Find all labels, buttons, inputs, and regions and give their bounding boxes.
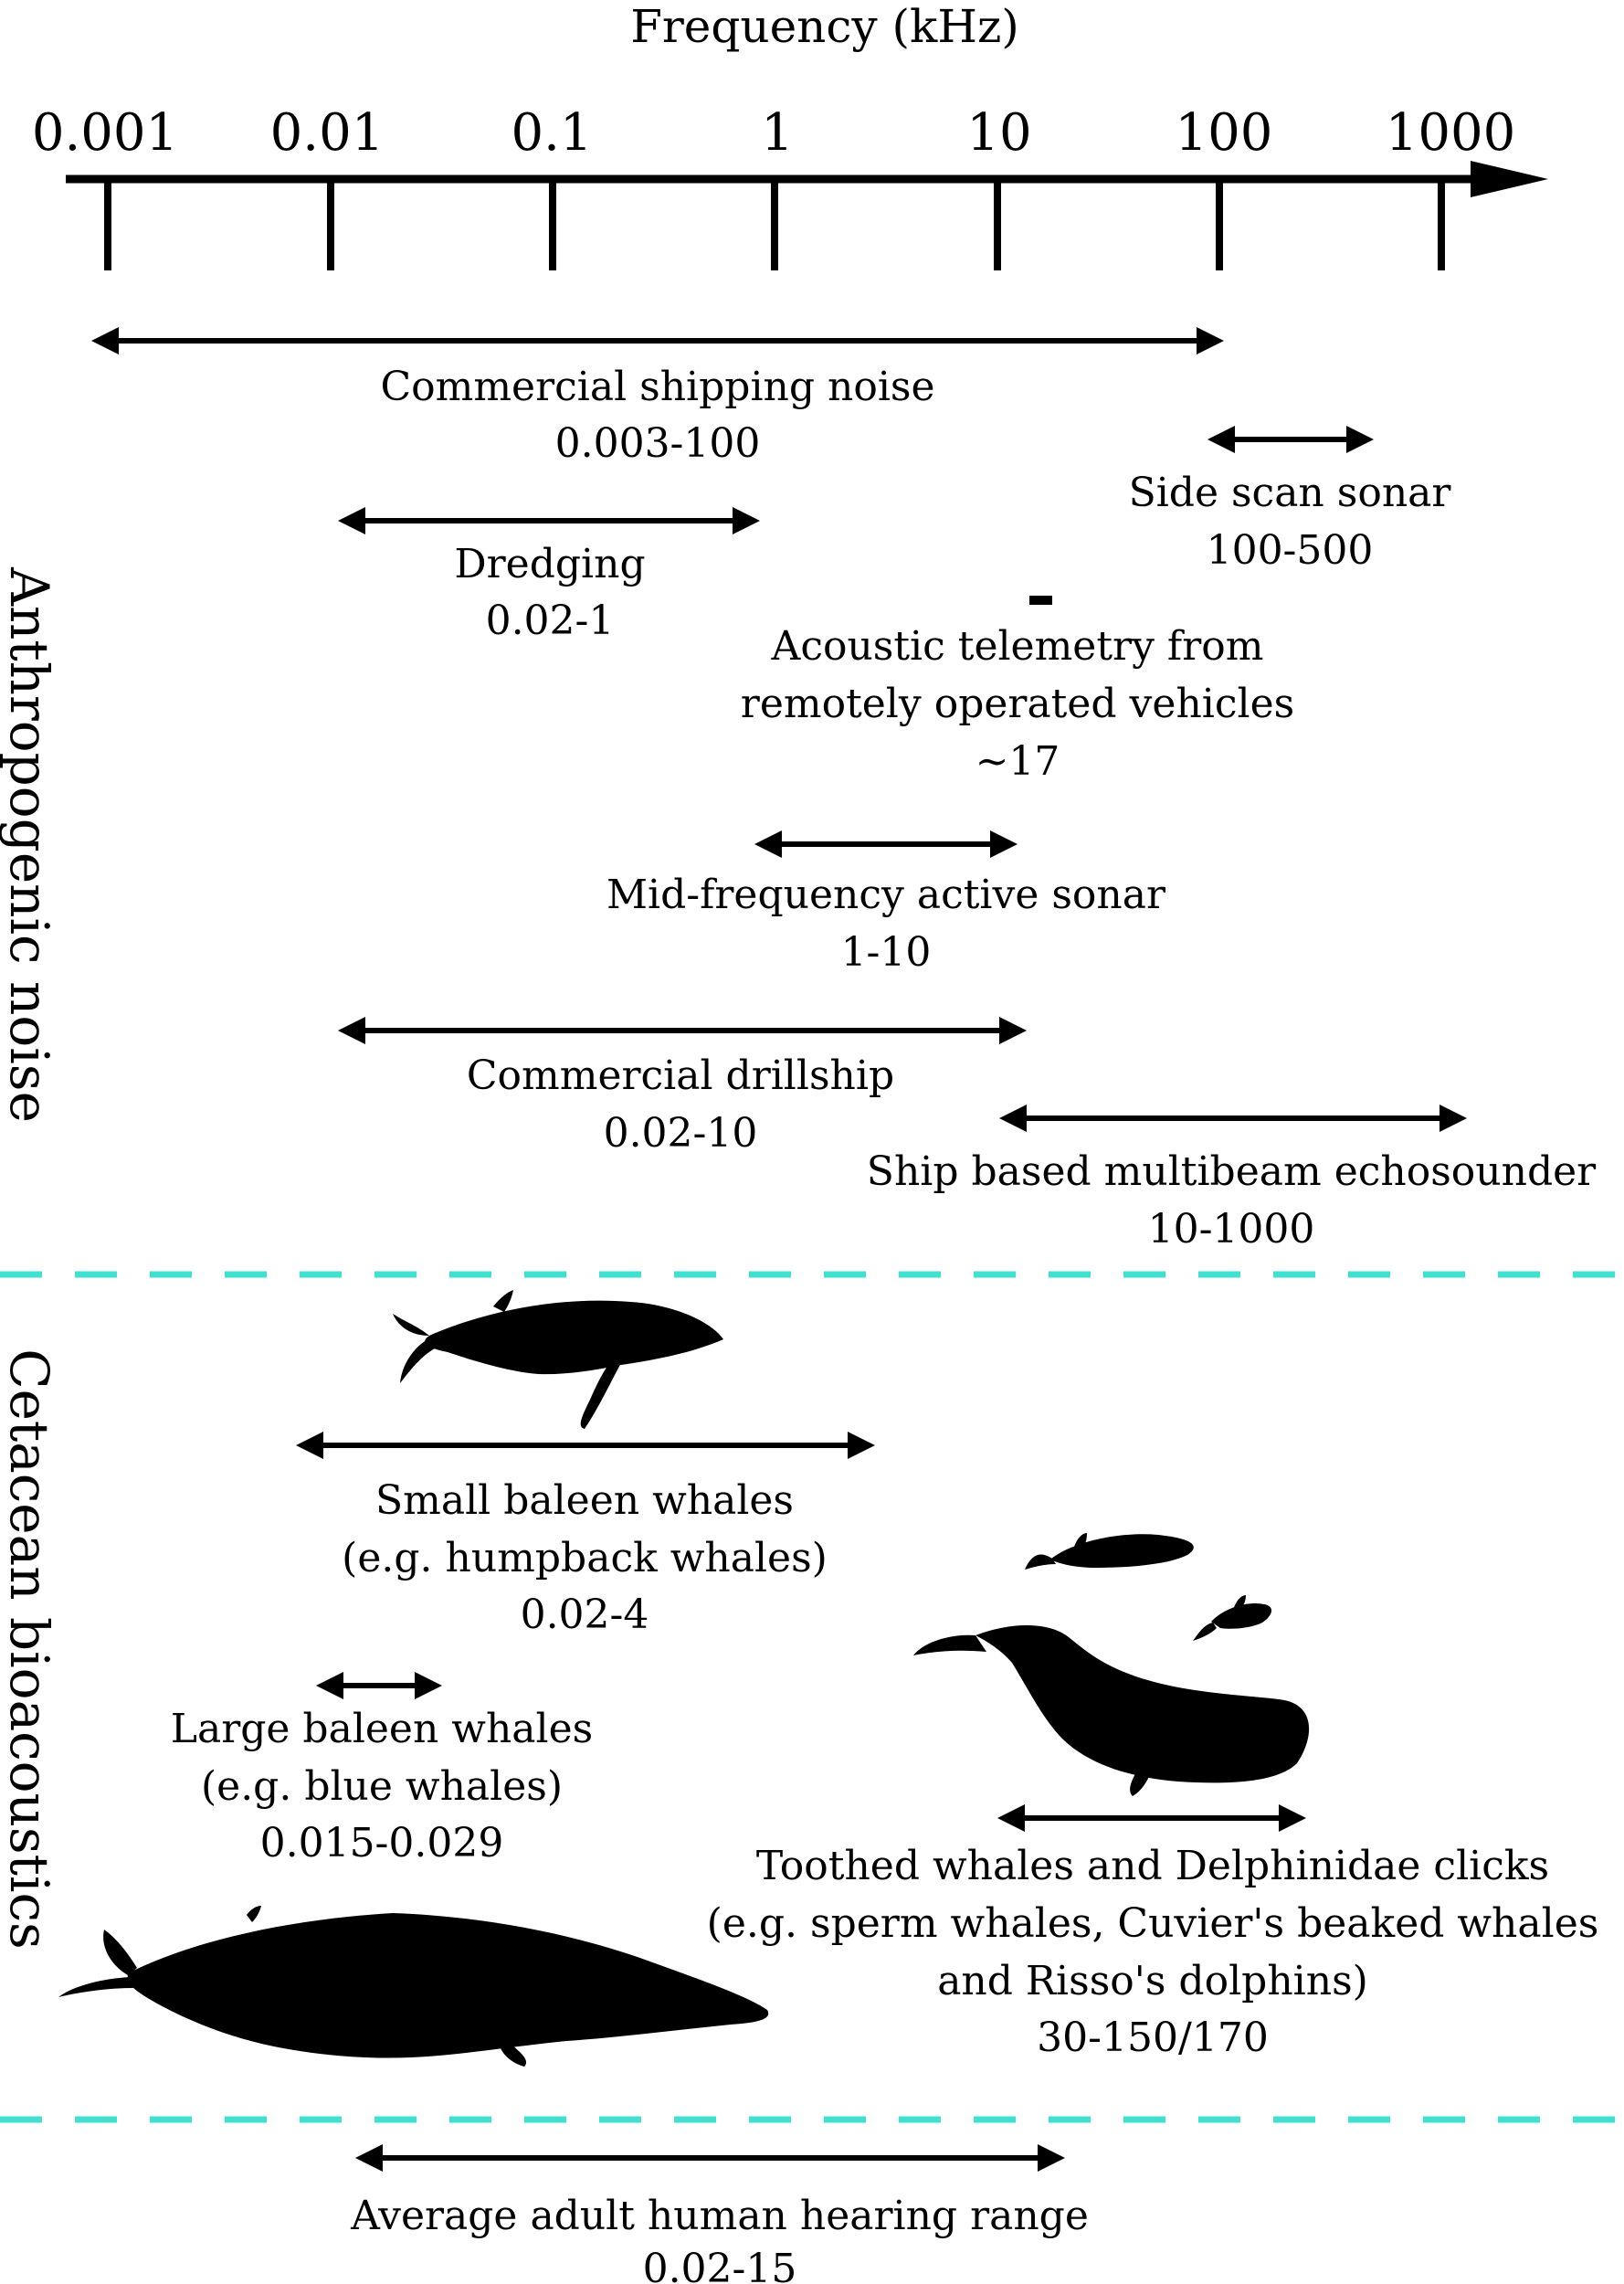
range-value-smallbaleen: 0.02-4 — [521, 1591, 649, 1638]
rissos-dolphin-icon — [1193, 1595, 1272, 1641]
range-label-human: Average adult human hearing range — [350, 2193, 1089, 2239]
range-value-drillship: 0.02-10 — [604, 1110, 758, 1157]
beaked-whale-icon — [1025, 1533, 1194, 1570]
frequency-axis — [66, 161, 1548, 270]
range-value-telemetry: ~17 — [975, 738, 1060, 785]
blue-whale-icon — [58, 1906, 769, 2067]
range-label-toothed: (e.g. sperm whales, Cuvier's beaked whal… — [707, 1900, 1599, 1947]
range-label-sidescan: Side scan sonar — [1129, 470, 1452, 516]
range-value-dredging: 0.02-1 — [486, 597, 615, 644]
tick-label: 1000 — [1386, 103, 1516, 163]
range-label-largebaleen: Large baleen whales — [171, 1706, 593, 1752]
range-value-multibeam: 10-1000 — [1148, 1206, 1315, 1253]
range-label-shipping: Commercial shipping noise — [380, 364, 934, 410]
range-label-dredging: Dredging — [454, 541, 645, 587]
range-value-toothed: 30-150/170 — [1037, 2014, 1269, 2061]
range-value-human: 0.02-15 — [643, 2246, 797, 2284]
range-label-smallbaleen: Small baleen whales — [375, 1477, 794, 1524]
tick-label: 10 — [966, 103, 1031, 163]
section-label-cetacean: Cetacean bioacoustics — [0, 1348, 60, 1950]
sperm-whale-icon — [913, 1624, 1310, 1796]
range-label-multibeam: Ship based multibeam echosounder — [867, 1148, 1597, 1195]
humpback-whale-icon — [393, 1290, 723, 1429]
range-label-smallbaleen: (e.g. humpback whales) — [342, 1535, 828, 1581]
range-value-shipping: 0.003-100 — [555, 420, 761, 467]
range-value-sidescan: 100-500 — [1207, 527, 1374, 574]
range-label-drillship: Commercial drillship — [467, 1052, 894, 1099]
range-mark-telemetry — [1029, 596, 1052, 605]
range-label-toothed: and Risso's dolphins) — [937, 1958, 1368, 2004]
tick-label: 100 — [1176, 103, 1273, 163]
range-label-telemetry: Acoustic telemetry from — [771, 623, 1264, 670]
range-label-toothed: Toothed whales and Delphinidae clicks — [756, 1843, 1549, 1889]
axis-title: Frequency (kHz) — [630, 0, 1019, 53]
section-label-anthropogenic: Anthropogenic noise — [0, 566, 60, 1123]
range-label-midfreq: Mid-frequency active sonar — [606, 872, 1166, 918]
range-label-largebaleen: (e.g. blue whales) — [201, 1763, 563, 1810]
tick-label: 0.1 — [511, 103, 592, 163]
range-label-telemetry: remotely operated vehicles — [741, 681, 1294, 727]
range-value-largebaleen: 0.015-0.029 — [260, 1820, 504, 1866]
tick-label: 1 — [761, 103, 794, 163]
tick-label: 0.01 — [270, 103, 385, 163]
range-value-midfreq: 1-10 — [841, 929, 932, 976]
tick-label: 0.001 — [32, 103, 178, 163]
axis-arrow-icon — [1471, 161, 1548, 197]
